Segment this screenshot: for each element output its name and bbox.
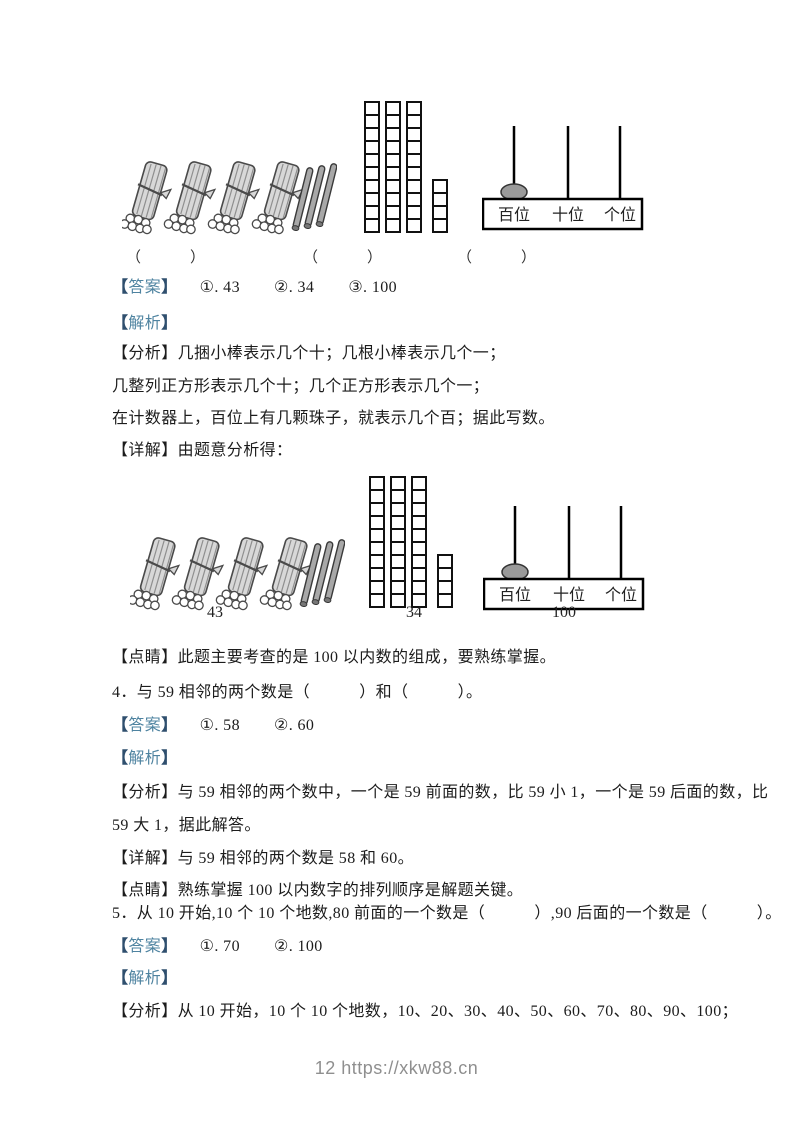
q3-answer-3: ③. 100: [348, 279, 398, 296]
q4-answer-row: 【答案】 ①. 58 ②. 60: [112, 716, 348, 736]
abacus-label-ones: 个位: [604, 206, 636, 224]
q3-analysis-line-1: 【分析】几捆小棒表示几个十；几根小棒表示几个一；: [112, 345, 506, 362]
q4-detail-line: 【详解】与 59 相邻的两个数是 58 和 60。: [112, 850, 415, 867]
answer-number-abacus: 100: [552, 604, 576, 621]
q5-analysis-tag: 【解析】: [112, 970, 178, 987]
q3-answer-row: 【答案】 ①. 43 ②. 34 ③. 100: [112, 278, 431, 298]
q3-blank-squares: （ ）: [303, 250, 384, 266]
square-column-2: [390, 476, 406, 608]
abacus-figure-question: 百位 十位 个位: [482, 126, 644, 231]
square-column-3: [406, 101, 422, 233]
q5-question-line: 5．从 10 开始,10 个 10 个地数,80 前面的一个数是（ ）,90 后…: [112, 905, 782, 922]
q3-analysis-tag: 【解析】: [112, 315, 178, 332]
stick-bundles: [122, 161, 305, 235]
abacus-label-hundreds: 百位: [499, 586, 531, 604]
q5-answer-1: ①. 70: [199, 938, 240, 955]
q4-key-point-line: 【点睛】熟练掌握 100 以内数字的排列顺序是解题关键。: [112, 882, 524, 899]
answer-number-sticks: 43: [207, 604, 223, 621]
square-column-2: [385, 101, 401, 233]
q3-analysis-line-2: 几整列正方形表示几个十；几个正方形表示几个一；: [112, 378, 490, 395]
square-column-3: [411, 476, 427, 608]
abacus-bead: [501, 563, 529, 581]
square-column-1: [369, 476, 385, 608]
square-column-1: [364, 101, 380, 233]
q3-key-point-line: 【点睛】此题主要考查的是 100 以内数的组成，要熟练掌握。: [112, 649, 557, 666]
q5-answer-row: 【答案】 ①. 70 ②. 100: [112, 937, 357, 957]
q3-answer-2: ②. 34: [273, 279, 315, 296]
q4-analysis-line-1: 【分析】与 59 相邻的两个数中，一个是 59 前面的数，比 59 小 1，一个…: [112, 784, 769, 801]
answer-tag: 【答案】: [112, 279, 178, 296]
answer-number-squares: 34: [406, 604, 422, 621]
q4-question-line: 4．与 59 相邻的两个数是（ ）和（ ）。: [112, 684, 483, 701]
q3-blank-abacus: （ ）: [457, 250, 538, 266]
abacus-label-hundreds: 百位: [498, 206, 530, 224]
page-footer-url: 12 https://xkw88.cn: [314, 1058, 479, 1078]
abacus-figure-answer: 百位 十位 个位: [483, 506, 645, 611]
q3-detail-line: 【详解】由题意分析得：: [112, 442, 293, 459]
answer-tag: 【答案】: [112, 717, 178, 734]
square-column-short: [437, 554, 453, 608]
squares-figure-answer: [369, 476, 453, 608]
abacus-base: [482, 197, 644, 231]
abacus-bead: [500, 183, 528, 201]
q4-analysis-tag: 【解析】: [112, 750, 178, 767]
q5-answer-2: ②. 100: [273, 938, 323, 955]
q4-answer-2: ②. 60: [273, 717, 315, 734]
q4-answer-1: ①. 58: [199, 717, 240, 734]
stick-bundles: [130, 537, 313, 611]
q3-blank-sticks: （ ）: [126, 250, 207, 266]
sticks-figure-answer: [130, 537, 345, 611]
abacus-label-tens: 十位: [553, 586, 585, 604]
loose-sticks: [291, 163, 337, 232]
q4-analysis-line-2: 59 大 1，据此解答。: [112, 817, 261, 834]
answer-tag: 【答案】: [112, 938, 178, 955]
q5-analysis-line-1: 【分析】从 10 开始，10 个 10 个地数，10、20、30、40、50、6…: [112, 1003, 739, 1020]
abacus-label-ones: 个位: [605, 586, 637, 604]
loose-sticks: [299, 539, 345, 608]
sticks-figure-question: [122, 161, 337, 235]
abacus-base: [483, 577, 645, 611]
squares-figure-question: [364, 101, 448, 233]
abacus-label-tens: 十位: [552, 206, 584, 224]
q3-analysis-line-3: 在计数器上，百位上有几颗珠子，就表示几个百；据此写数。: [112, 410, 555, 427]
q3-answer-1: ①. 43: [199, 279, 240, 296]
square-column-short: [432, 179, 448, 233]
